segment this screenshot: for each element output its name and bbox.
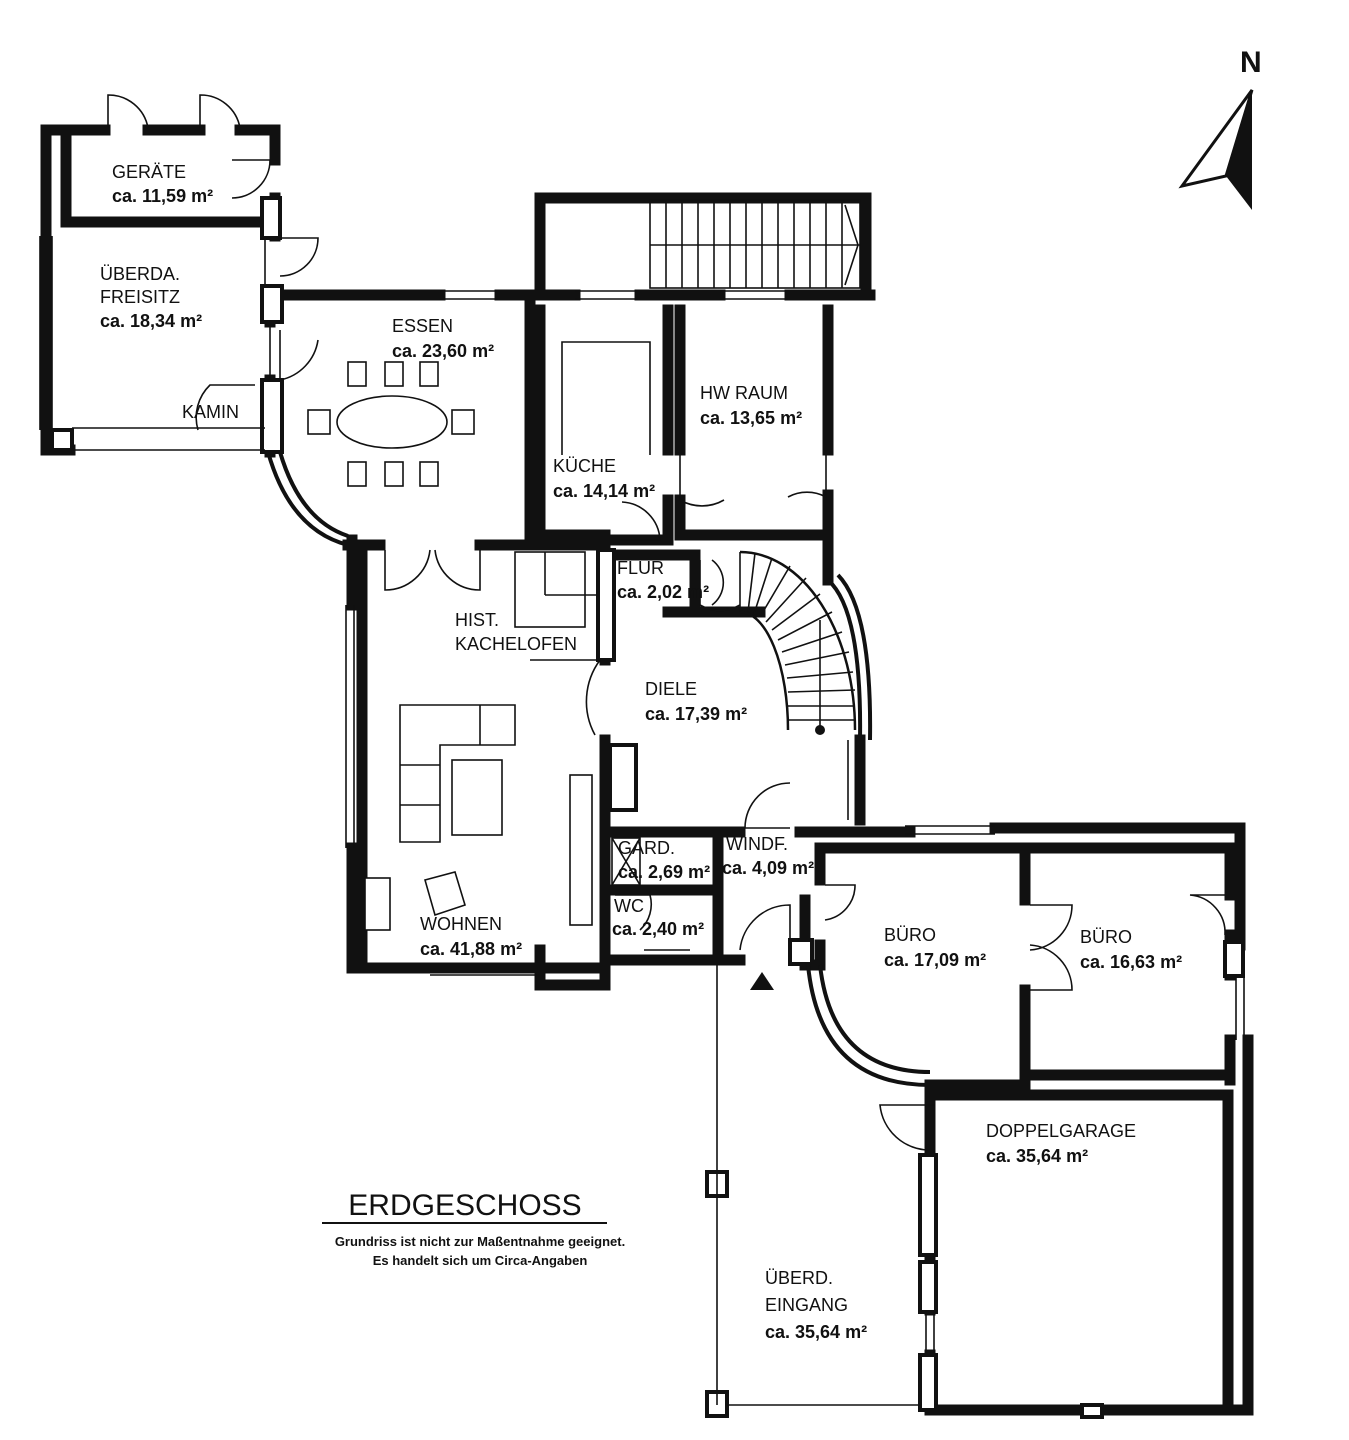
dining-furniture: [307, 361, 475, 487]
title-block: ERDGESCHOSS Grundriss ist nicht zur Maße…: [322, 1189, 625, 1268]
wc-name: WC: [614, 896, 644, 916]
gard-name: GARD.: [618, 838, 675, 858]
garage-area: ca. 35,64 m²: [986, 1146, 1088, 1166]
wohnen-area: ca. 41,88 m²: [420, 939, 522, 959]
flur-area: ca. 2,02 m²: [617, 582, 709, 602]
plan-title: ERDGESCHOSS: [348, 1189, 581, 1222]
overhang-lines: [72, 427, 920, 1406]
buero1-area: ca. 17,09 m²: [884, 950, 986, 970]
eingang-name-1: ÜBERD.: [765, 1268, 833, 1288]
kachelofen-name-1: HIST.: [455, 610, 499, 630]
kitchen-counter: [561, 341, 651, 455]
hwraum-area: ca. 13,65 m²: [700, 408, 802, 428]
plan-note-1: Grundriss ist nicht zur Maßentnahme geei…: [335, 1234, 625, 1249]
garderobe-cross: [611, 837, 641, 886]
stairs-spiral: [739, 550, 857, 735]
posts: [50, 196, 1245, 1419]
geraete-name: GERÄTE: [112, 162, 186, 182]
flur-name: FLUR: [617, 558, 664, 578]
buero2-name: BÜRO: [1080, 927, 1132, 947]
geraete-area: ca. 11,59 m²: [112, 186, 213, 206]
entrance-marker: [750, 972, 774, 990]
freisitz-area: ca. 18,34 m²: [100, 311, 202, 331]
living-furniture: [364, 551, 598, 931]
eingang-name-2: EINGANG: [765, 1295, 848, 1315]
doors: [107, 94, 1226, 1151]
room-labels: GERÄTE ca. 11,59 m² ÜBERDA. FREISITZ ca.…: [100, 162, 1182, 1342]
buero2-area: ca. 16,63 m²: [1080, 952, 1182, 972]
freisitz-name-1: ÜBERDA.: [100, 264, 180, 284]
kueche-name: KÜCHE: [553, 456, 616, 476]
eingang-area: ca. 35,64 m²: [765, 1322, 867, 1342]
kamin-label: KAMIN: [182, 402, 239, 422]
buero1-name: BÜRO: [884, 925, 936, 945]
stairs-top: [649, 199, 861, 289]
wc-area: ca. 2,40 m²: [612, 919, 704, 939]
garage-name: DOPPELGARAGE: [986, 1121, 1136, 1141]
kueche-area: ca. 14,14 m²: [553, 481, 655, 501]
diele-area: ca. 17,39 m²: [645, 704, 747, 724]
hwraum-name: HW RAUM: [700, 383, 788, 403]
windows: [39, 236, 1245, 1400]
north-arrow: N: [1178, 46, 1262, 210]
windf-name: WINDF.: [726, 834, 788, 854]
diele-name: DIELE: [645, 679, 697, 699]
exterior-walls: [40, 124, 1254, 1416]
kachelofen-name-2: KACHELOFEN: [455, 634, 577, 654]
freisitz-name-2: FREISITZ: [100, 287, 180, 307]
essen-area: ca. 23,60 m²: [392, 341, 494, 361]
essen-name: ESSEN: [392, 316, 453, 336]
wohnen-name: WOHNEN: [420, 914, 502, 934]
north-label: N: [1240, 46, 1262, 79]
gard-area: ca. 2,69 m²: [618, 862, 710, 882]
windf-area: ca. 4,09 m²: [722, 858, 814, 878]
plan-note-2: Es handelt sich um Circa-Angaben: [373, 1253, 588, 1268]
